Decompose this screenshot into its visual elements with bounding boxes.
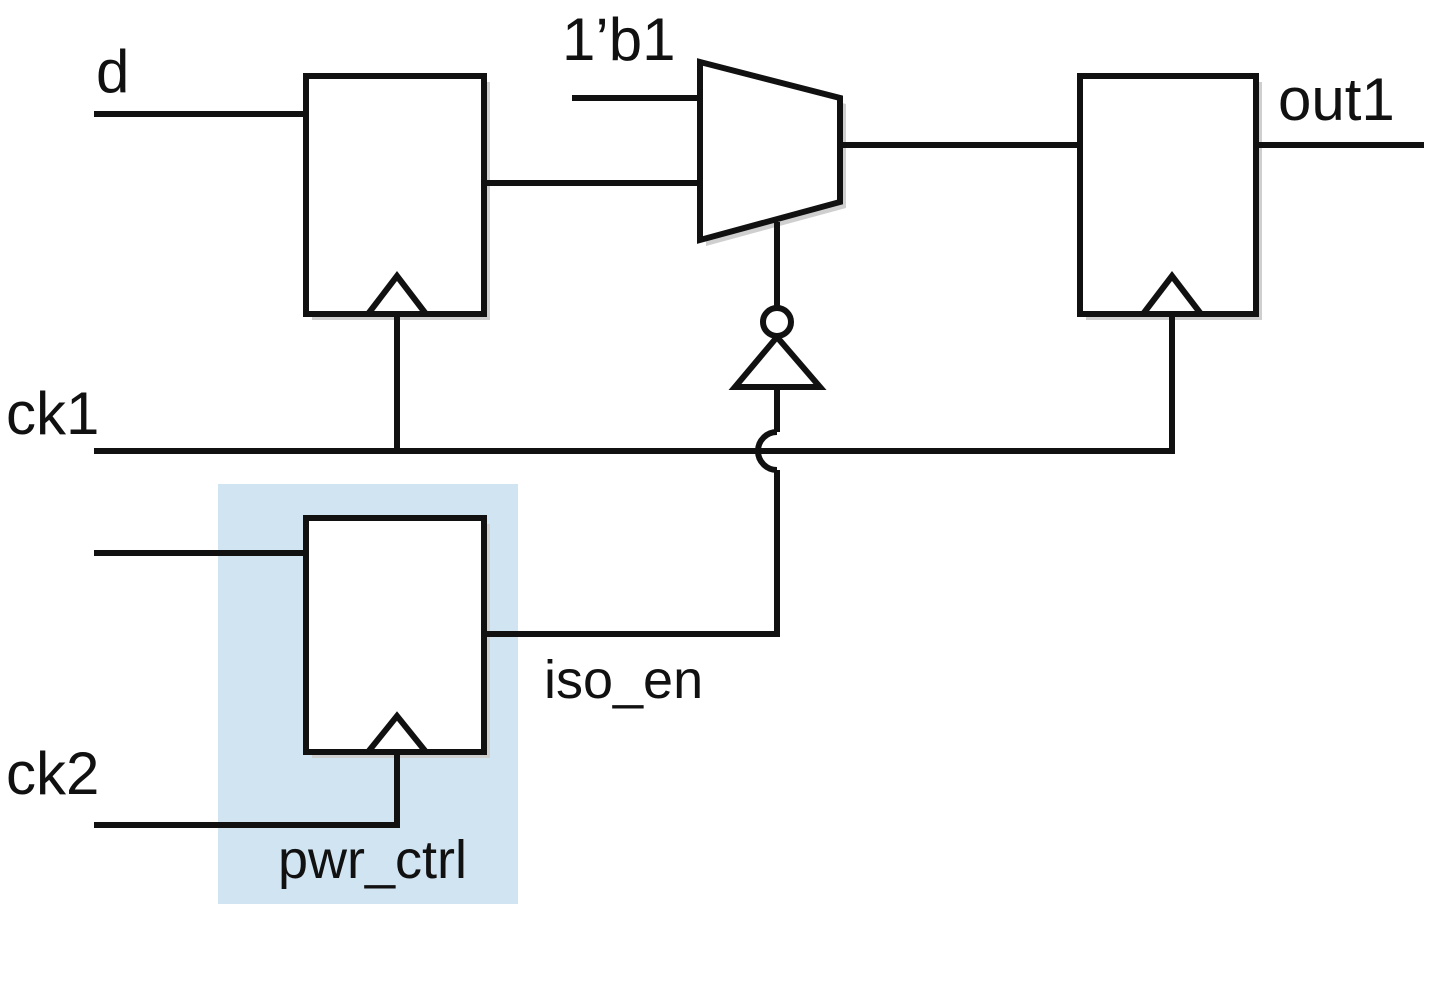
label-iso-en: iso_en bbox=[544, 650, 703, 710]
label-pwr-ctrl: pwr_ctrl bbox=[278, 830, 467, 890]
input-flip-flop bbox=[303, 73, 490, 320]
label-ck2: ck2 bbox=[6, 740, 99, 807]
label-d: d bbox=[96, 38, 129, 105]
power-control-flip-flop bbox=[303, 515, 490, 758]
label-constant: 1’b1 bbox=[562, 6, 675, 73]
inverter-gate bbox=[728, 305, 827, 390]
label-out1: out1 bbox=[1278, 66, 1395, 133]
isolation-multiplexer bbox=[697, 58, 846, 246]
wiring bbox=[94, 95, 1424, 828]
output-flip-flop bbox=[1077, 73, 1262, 320]
label-ck1: ck1 bbox=[6, 380, 99, 447]
